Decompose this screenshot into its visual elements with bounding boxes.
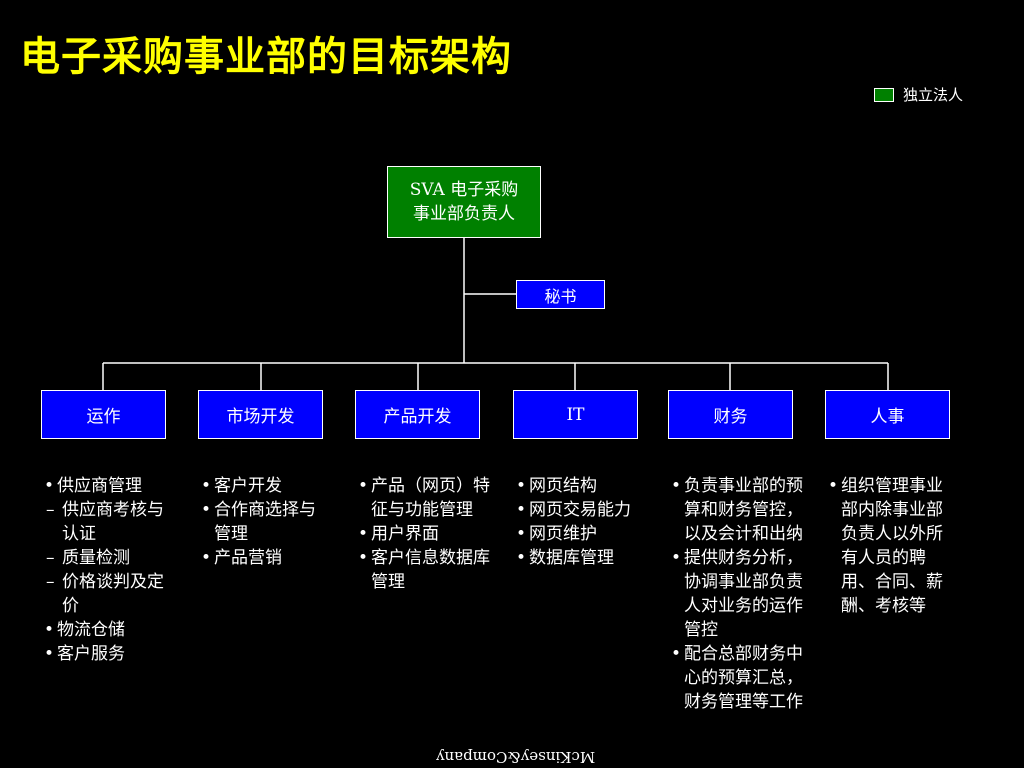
duty-item: 用户界面 (356, 522, 496, 546)
duty-text: 网页维护 (529, 524, 597, 544)
legend: 独立法人 (874, 84, 963, 105)
legend-label: 独立法人 (903, 86, 964, 104)
dept-label: 产品开发 (383, 407, 452, 427)
duty-text: 产品营销 (214, 548, 282, 568)
root-line2: 事业部负责人 (412, 204, 515, 224)
duty-item: 客户信息数据库管理 (356, 546, 496, 594)
sub-item-dash: – (46, 572, 55, 592)
duty-text: 负责事业部的预算和财务管控，以及会计和出纳 (684, 476, 803, 544)
duty-text: 网页结构 (529, 476, 597, 496)
secretary-node: 秘书 (516, 280, 605, 309)
dept-duties-it: 网页结构网页交易能力网页维护数据库管理 (514, 474, 642, 570)
duty-sub-item: –价格谈判及定价 (42, 570, 170, 618)
dept-duties-finance: 负责事业部的预算和财务管控，以及会计和出纳提供财务分析，协调事业部负责人对业务的… (669, 474, 809, 714)
duty-text: 客户开发 (214, 476, 282, 496)
duty-text: 物流仓储 (57, 620, 125, 640)
duty-text: 供应商考核与认证 (62, 500, 164, 544)
duty-text: 合作商选择与管理 (214, 500, 316, 544)
dept-node-it: IT (513, 390, 638, 439)
sub-item-dash: – (46, 548, 55, 568)
duty-text: 配合总部财务中心的预算汇总，财务管理等工作 (684, 644, 803, 712)
duty-item: 负责事业部的预算和财务管控，以及会计和出纳 (669, 474, 809, 546)
duty-text: 价格谈判及定价 (62, 572, 164, 616)
duty-text: 产品（网页）特征与功能管理 (371, 476, 490, 520)
root-node: SVA 电子采购 事业部负责人 (387, 166, 541, 238)
dept-duties-hr: 组织管理事业部内除事业部负责人以外所有人员的聘用、合同、薪酬、考核等 (826, 474, 954, 618)
duty-text: 用户界面 (371, 524, 439, 544)
sub-item-dash: – (46, 500, 55, 520)
duty-item: 网页维护 (514, 522, 642, 546)
duty-text: 客户信息数据库管理 (371, 548, 490, 592)
duty-item: 物流仓储 (42, 618, 170, 642)
dept-node-operations: 运作 (41, 390, 166, 439)
duty-sub-item: –供应商考核与认证 (42, 498, 170, 546)
duty-item: 数据库管理 (514, 546, 642, 570)
duty-item: 组织管理事业部内除事业部负责人以外所有人员的聘用、合同、薪酬、考核等 (826, 474, 954, 618)
duty-text: 客户服务 (57, 644, 125, 664)
duty-item: 产品营销 (199, 546, 327, 570)
dept-duties-operations: 供应商管理–供应商考核与认证–质量检测–价格谈判及定价物流仓储客户服务 (42, 474, 170, 666)
duty-text: 组织管理事业部内除事业部负责人以外所有人员的聘用、合同、薪酬、考核等 (841, 476, 943, 616)
dept-label: 运作 (86, 407, 121, 427)
duty-text: 数据库管理 (529, 548, 614, 568)
root-line1: SVA 电子采购 (409, 180, 519, 200)
duty-text: 网页交易能力 (529, 500, 631, 520)
dept-label: 人事 (870, 407, 905, 427)
duty-text: 提供财务分析，协调事业部负责人对业务的运作管控 (684, 548, 803, 640)
duty-item: 客户开发 (199, 474, 327, 498)
dept-duties-market-development: 客户开发合作商选择与管理产品营销 (199, 474, 327, 570)
duty-sub-item: –质量检测 (42, 546, 170, 570)
dept-node-hr: 人事 (825, 390, 950, 439)
duty-item: 配合总部财务中心的预算汇总，财务管理等工作 (669, 642, 809, 714)
footer-logo: McKinsey&Company (436, 748, 596, 766)
secretary-label: 秘书 (544, 286, 577, 306)
page-title: 电子采购事业部的目标架构 (20, 34, 512, 80)
dept-node-market-development: 市场开发 (198, 390, 323, 439)
duty-item: 供应商管理 (42, 474, 170, 498)
dept-label: 财务 (713, 407, 748, 427)
duty-item: 客户服务 (42, 642, 170, 666)
dept-node-finance: 财务 (668, 390, 793, 439)
duty-item: 提供财务分析，协调事业部负责人对业务的运作管控 (669, 546, 809, 642)
duty-text: 质量检测 (62, 548, 130, 568)
duty-text: 供应商管理 (57, 476, 142, 496)
duty-item: 产品（网页）特征与功能管理 (356, 474, 496, 522)
dept-duties-product-development: 产品（网页）特征与功能管理用户界面客户信息数据库管理 (356, 474, 496, 594)
duty-item: 网页结构 (514, 474, 642, 498)
dept-label: IT (566, 404, 585, 425)
dept-label: 市场开发 (226, 407, 295, 427)
duty-item: 合作商选择与管理 (199, 498, 327, 546)
dept-node-product-development: 产品开发 (355, 390, 480, 439)
duty-item: 网页交易能力 (514, 498, 642, 522)
legend-swatch (874, 87, 894, 102)
